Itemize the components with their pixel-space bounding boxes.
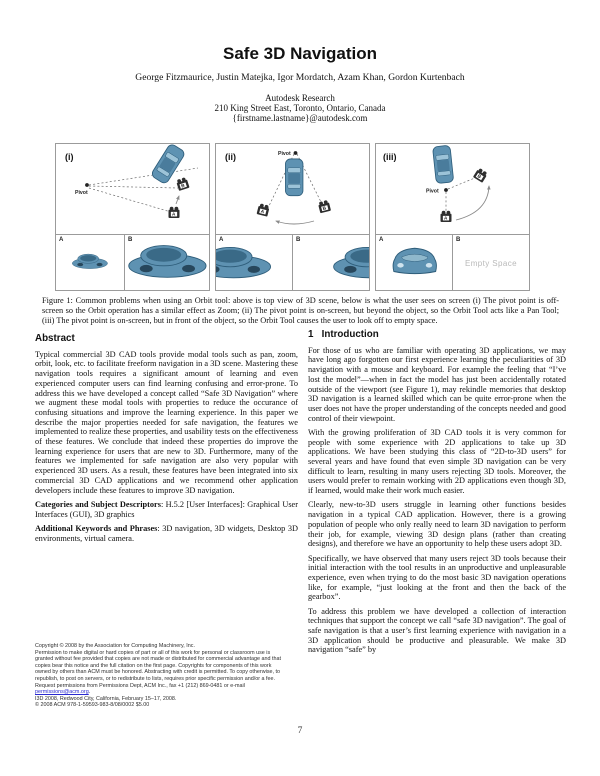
affiliation-block: Autodesk Research 210 King Street East, … (0, 93, 600, 123)
intro-paragraph-2: With the growing proliferation of 3D CAD… (308, 427, 566, 496)
intro-paragraph-4: Specifically, we have observed that many… (308, 553, 566, 602)
figure-panel-iii: (iii) Pivot A B A (375, 143, 530, 291)
panel-i-label: (i) (65, 152, 74, 162)
pivot-label: Pivot (75, 190, 88, 196)
copyright-isbn-line: © 2008 ACM 978-1-59593-983-8/08/0002 $5.… (35, 702, 150, 709)
panel-i-diagram: (i) Pivot B A (65, 144, 199, 219)
figure-caption: Figure 1: Common problems when using an … (42, 296, 559, 325)
panel-iii-screens: A B Empty Space (376, 234, 529, 291)
copyright-body-text: Permission to make digital or hard copie… (35, 649, 282, 689)
camera-a-icon: A (440, 210, 452, 223)
cell-a-label: A (59, 237, 64, 243)
affiliation-address: 210 King Street East, Toronto, Ontario, … (214, 102, 386, 113)
copyright-permission: Permission to make digital or hard copie… (35, 650, 288, 696)
categories-paragraph: Categories and Subject Descriptors: H.5.… (35, 500, 298, 519)
car-front-icon (392, 247, 437, 275)
panel-iii-screen-a: A (376, 235, 452, 291)
cell-a-label: A (219, 237, 224, 243)
pivot-label: Pivot (278, 151, 291, 157)
figure-panel-i: (i) Pivot B A A (55, 143, 210, 291)
keywords-paragraph: Additional Keywords and Phrases: 3D navi… (35, 524, 298, 543)
permissions-email-link[interactable]: permissions@acm.org (35, 689, 89, 696)
camera-b-icon: B (472, 167, 489, 183)
camera-b-icon: B (317, 199, 332, 214)
svg-text:A: A (172, 212, 176, 217)
page-number: 7 (297, 726, 303, 736)
panel-ii-diagram: (ii) Pivot A B (225, 151, 332, 225)
panel-i-screen-a: A (56, 235, 124, 291)
categories-label: Categories and Subject Descriptors (35, 499, 161, 509)
pivot-dot (444, 188, 448, 192)
car-topview-icon (432, 144, 455, 185)
abstract-section: Abstract Typical commercial 3D CAD tools… (35, 334, 298, 548)
abstract-heading: Abstract (35, 333, 75, 344)
cell-b-label: B (128, 237, 133, 243)
empty-space-text: Empty Space (465, 258, 517, 268)
svg-text:A: A (260, 209, 265, 215)
intro-paragraph-5: To address this problem we have develope… (308, 606, 566, 655)
intro-paragraph-1: For those of us who are familiar with op… (308, 345, 566, 423)
panel-i-screen-b: B (124, 235, 209, 291)
svg-text:B: B (180, 183, 185, 189)
introduction-heading: 1 Introduction (308, 329, 379, 340)
panel-iii-diagram: (iii) Pivot A B (383, 144, 491, 223)
camera-a-icon: A (256, 202, 271, 217)
introduction-section: 1 Introduction For those of us who are f… (308, 330, 566, 660)
copyright-line1: Copyright © 2008 by the Association for … (35, 643, 195, 649)
cell-b-label: B (296, 237, 301, 243)
paper-authors: George Fitzmaurice, Justin Matejka, Igor… (135, 72, 465, 83)
panel-i-screens: A B (56, 234, 209, 291)
categories-text: : H.5.2 [User Interfaces]: Graphical Use… (35, 499, 298, 519)
car-front-quarter-icon (333, 246, 369, 279)
car-large-icon (128, 245, 207, 278)
panel-iii-label: (iii) (383, 152, 397, 162)
affiliation: Autodesk Research (265, 93, 335, 103)
copyright-block: Copyright © 2008 by the Association for … (35, 643, 288, 709)
affiliation-email: {firstname.lastname}@autodesk.com (232, 112, 368, 123)
figure-panel-ii: (ii) Pivot A B A (215, 143, 370, 291)
panel-ii-screens: A B (216, 234, 369, 291)
intro-paragraph-3: Clearly, new-to-3D users struggle in lea… (308, 500, 566, 549)
keywords-text: : 3D navigation, 3D widgets, Desktop 3D … (35, 523, 298, 543)
paper-title: Safe 3D Navigation (223, 44, 377, 63)
keywords-label: Additional Keywords and Phrases (35, 523, 158, 533)
panel-iii-screen-b: B Empty Space (452, 235, 529, 291)
pivot-dot (85, 183, 89, 187)
panel-ii-screen-b: B (292, 235, 369, 291)
panel-ii-label: (ii) (225, 152, 236, 162)
copyright-period: . (88, 689, 91, 696)
copyright-conference-line: I3D 2008, Redwood City, California, Febr… (35, 695, 177, 702)
panel-ii-screen-a: A (216, 235, 292, 291)
camera-a-icon: A (168, 206, 180, 219)
cell-a-label: A (379, 237, 384, 243)
abstract-paragraph: Typical commercial 3D CAD tools provide … (35, 349, 298, 495)
car-rear-quarter-icon (216, 246, 271, 279)
svg-text:B: B (477, 173, 483, 179)
camera-b-icon: B (175, 176, 190, 192)
cell-b-label: B (456, 237, 461, 243)
svg-text:B: B (322, 205, 327, 211)
pivot-label: Pivot (426, 189, 439, 195)
car-small-icon (72, 253, 108, 269)
car-topview-icon (149, 144, 187, 186)
car-topview-icon (284, 158, 304, 197)
figure-1: (i) Pivot B A A (55, 143, 530, 291)
svg-text:A: A (444, 216, 448, 221)
pivot-dot (293, 151, 298, 155)
